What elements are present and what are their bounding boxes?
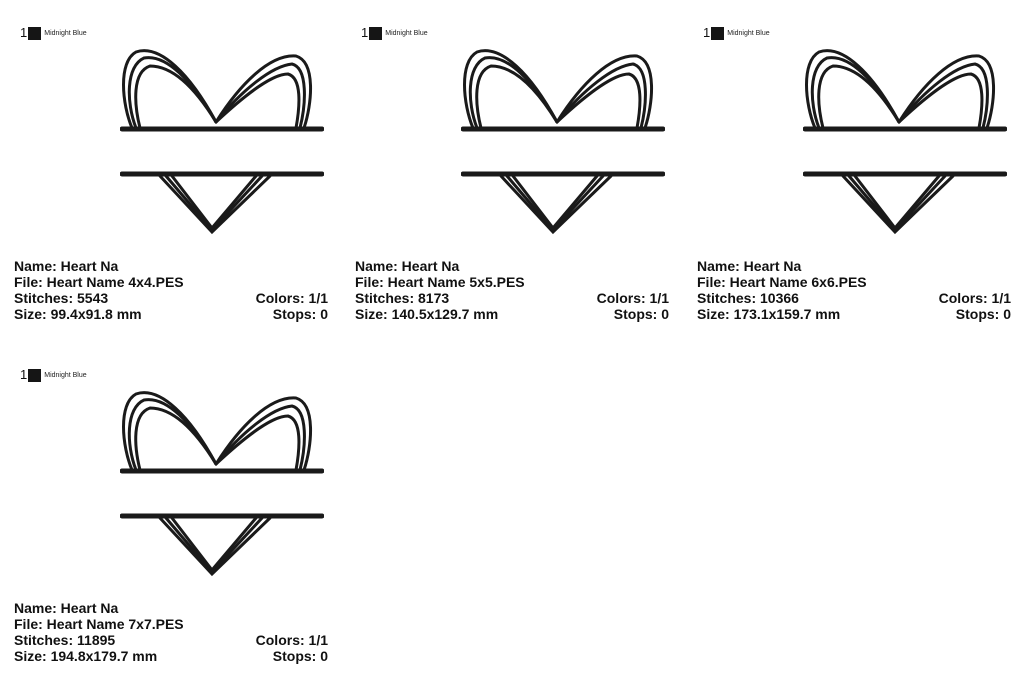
design-stops: Stops: 0: [613, 306, 669, 322]
design-stops: Stops: 0: [955, 306, 1011, 322]
thread-index: 1: [20, 367, 28, 382]
design-stitches: Stitches: 10366: [697, 290, 799, 306]
split-heart-design-preview: [120, 386, 324, 578]
thread-index: 1: [20, 25, 28, 40]
design-card-5x5[interactable]: 1 Midnight Blue Name: Heart Na File: Hea…: [341, 0, 671, 330]
thread-color-name: Midnight Blue: [44, 371, 87, 379]
design-file: File: Heart Name 7x7.PES: [14, 616, 184, 632]
design-stitches: Stitches: 5543: [14, 290, 109, 306]
design-file: File: Heart Name 4x4.PES: [14, 274, 184, 290]
design-info: Name: Heart Na File: Heart Name 6x6.PES …: [697, 258, 1011, 322]
design-size: Size: 194.8x179.7 mm: [14, 648, 158, 664]
design-size: Size: 173.1x159.7 mm: [697, 306, 841, 322]
design-name: Name: Heart Na: [14, 600, 119, 616]
thread-color-swatch: [28, 26, 42, 40]
design-colors: Colors: 1/1: [255, 290, 328, 306]
design-card-6x6[interactable]: 1 Midnight Blue Name: Heart Na File: Hea…: [683, 0, 1013, 330]
thread-color-name: Midnight Blue: [727, 29, 770, 37]
thread-legend: 1 Midnight Blue: [361, 26, 428, 40]
design-info: Name: Heart Na File: Heart Name 7x7.PES …: [14, 600, 328, 664]
thread-index: 1: [703, 25, 711, 40]
thread-legend: 1 Midnight Blue: [703, 26, 770, 40]
thread-color-name: Midnight Blue: [44, 29, 87, 37]
thread-color-swatch: [711, 26, 725, 40]
design-name: Name: Heart Na: [697, 258, 802, 274]
design-name: Name: Heart Na: [355, 258, 460, 274]
thread-color-swatch: [28, 368, 42, 382]
split-heart-design-preview: [461, 44, 665, 236]
thread-legend: 1 Midnight Blue: [20, 368, 87, 382]
design-stops: Stops: 0: [272, 648, 328, 664]
design-stitches: Stitches: 8173: [355, 290, 450, 306]
design-colors: Colors: 1/1: [938, 290, 1011, 306]
thread-legend: 1 Midnight Blue: [20, 26, 87, 40]
design-card-4x4[interactable]: 1 Midnight Blue Name: Heart Na File: Hea…: [0, 0, 330, 330]
design-colors: Colors: 1/1: [596, 290, 669, 306]
split-heart-design-preview: [803, 44, 1007, 236]
design-stitches: Stitches: 11895: [14, 632, 116, 648]
thread-index: 1: [361, 25, 369, 40]
design-file: File: Heart Name 5x5.PES: [355, 274, 525, 290]
design-file: File: Heart Name 6x6.PES: [697, 274, 867, 290]
design-stops: Stops: 0: [272, 306, 328, 322]
design-info: Name: Heart Na File: Heart Name 4x4.PES …: [14, 258, 328, 322]
thread-color-swatch: [369, 26, 383, 40]
design-size: Size: 140.5x129.7 mm: [355, 306, 499, 322]
design-size: Size: 99.4x91.8 mm: [14, 306, 142, 322]
design-name: Name: Heart Na: [14, 258, 119, 274]
design-info: Name: Heart Na File: Heart Name 5x5.PES …: [355, 258, 669, 322]
design-colors: Colors: 1/1: [255, 632, 328, 648]
split-heart-design-preview: [120, 44, 324, 236]
thread-color-name: Midnight Blue: [385, 29, 428, 37]
design-card-7x7[interactable]: 1 Midnight Blue Name: Heart Na File: Hea…: [0, 342, 330, 672]
